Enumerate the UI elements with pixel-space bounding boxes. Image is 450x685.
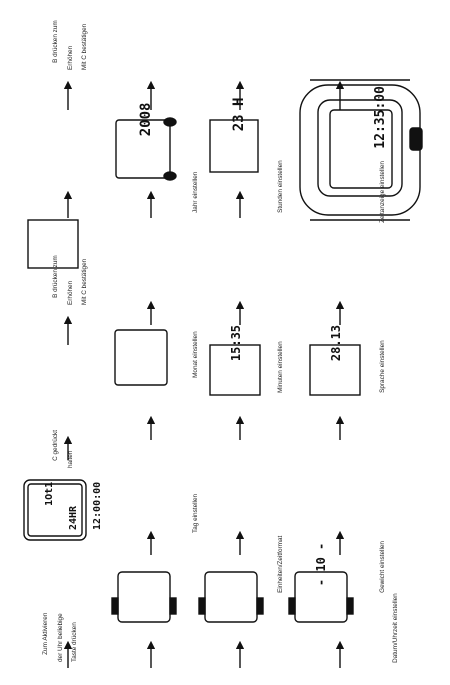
caption-day-text: Tag einstellen <box>192 494 199 533</box>
caption-language-text: Sprache einstellen <box>379 340 386 393</box>
caption-hours: Stunden einstellen <box>270 160 292 220</box>
lcd-hours-value: 23 H <box>231 98 247 132</box>
caption-year-text: Jahr einstellen <box>192 172 199 213</box>
caption-month-text: Monat einstellen <box>192 331 199 378</box>
caption-activate-line2: der Uhr beliebige <box>57 613 64 662</box>
caption-year: Jahr einstellen <box>185 172 207 220</box>
caption-increase-1-line3: Mit C bestätigen <box>81 259 88 305</box>
lcd-weight-value: - 10 - <box>314 543 328 586</box>
caption-activate-line3: Taste drücken <box>71 622 78 662</box>
caption-date-time-text: Datum/Uhrzeit einstellen <box>392 593 399 663</box>
row-1 <box>24 85 176 668</box>
caption-month: Monat einstellen <box>185 331 207 385</box>
caption-weight-text: Gewicht einstellen <box>379 541 386 593</box>
caption-hold-c: C gedrückt halten <box>45 430 81 468</box>
lcd-initial-line3: 12:00:00 <box>92 482 103 530</box>
caption-increase-1-line2: Erhöhen <box>67 281 74 305</box>
caption-hold-c-line1: C gedrückt <box>52 430 59 461</box>
lcd-watch-time-value: 12:35:00 <box>373 86 388 149</box>
caption-minutes: Minuten einstellen <box>270 341 292 400</box>
caption-increase-2-line2: Erhöhen <box>67 46 74 70</box>
lcd-minutes-value: 15:35 <box>229 325 243 361</box>
caption-units: Einheiten/Zeitformat <box>270 536 292 600</box>
caption-increase-1: B drücken zum Erhöhen Mit C bestätigen <box>45 255 95 305</box>
caption-day: Tag einstellen <box>185 494 207 540</box>
lcd-initial: 1Ot1 24HR 12:00:00 <box>32 482 116 530</box>
lcd-year: 2008 <box>122 103 170 170</box>
caption-date-time: Datum/Uhrzeit einstellen <box>385 593 407 670</box>
lcd-weight: - 10 - <box>300 543 342 615</box>
caption-activate-line1: Zum Aktivieren <box>42 613 49 655</box>
lcd-hours: 23 H <box>215 98 263 165</box>
caption-increase-1-line1: B drücken zum <box>52 255 59 298</box>
caption-activate: Zum Aktivieren der Uhr beliebige Taste d… <box>35 613 85 662</box>
caption-increase-2-line3: Mit C bestätigen <box>81 24 88 70</box>
caption-weight: Gewicht einstellen <box>372 541 394 600</box>
lcd-language: 28.13 <box>315 325 357 390</box>
lcd-initial-line1: 1Ot1 <box>44 482 55 506</box>
lcd-initial-line2: 24HR <box>68 506 79 530</box>
lcd-watch-time: 12:35:00 <box>360 86 402 180</box>
caption-minutes-text: Minuten einstellen <box>277 341 284 393</box>
caption-hold-c-line2: halten <box>67 451 74 468</box>
lcd-minutes: 15:35 <box>215 325 257 390</box>
caption-increase-2: B drücken zum Erhöhen Mit C bestätigen <box>45 20 95 70</box>
caption-hours-text: Stunden einstellen <box>277 160 284 213</box>
caption-increase-2-line1: B drücken zum <box>52 20 59 63</box>
lcd-year-value: 2008 <box>138 103 154 137</box>
caption-units-text: Einheiten/Zeitformat <box>277 536 284 593</box>
lcd-language-value: 28.13 <box>329 325 343 361</box>
caption-language: Sprache einstellen <box>372 340 394 400</box>
row-2 <box>115 85 176 668</box>
